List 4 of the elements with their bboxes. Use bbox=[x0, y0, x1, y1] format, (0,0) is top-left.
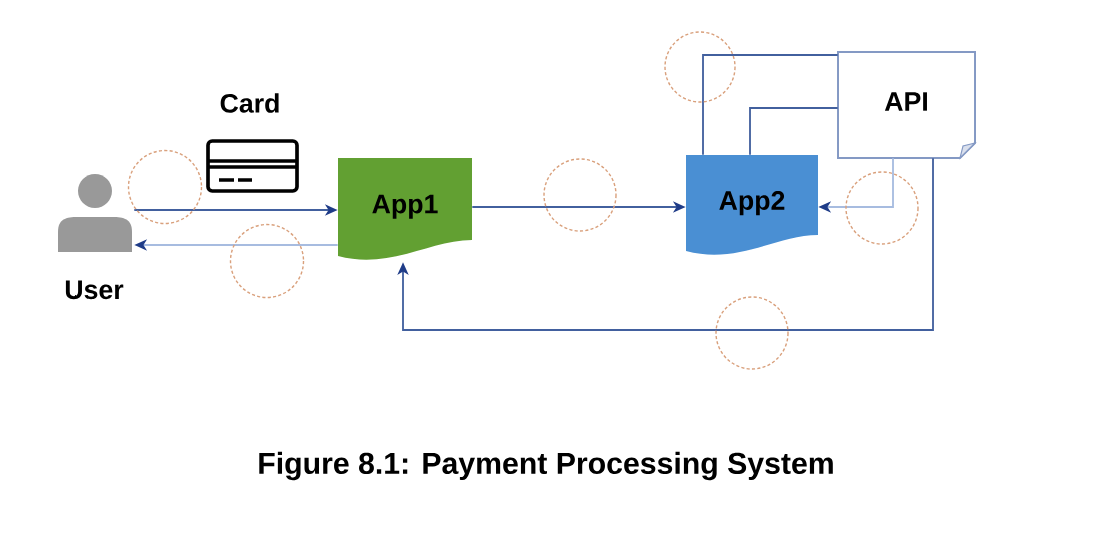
connector-line bbox=[749, 107, 839, 156]
connector-line-with-circle bbox=[664, 31, 839, 156]
text-label: Card bbox=[220, 93, 279, 113]
figure-caption: Figure 8.1: Payment Processing System bbox=[259, 451, 833, 481]
